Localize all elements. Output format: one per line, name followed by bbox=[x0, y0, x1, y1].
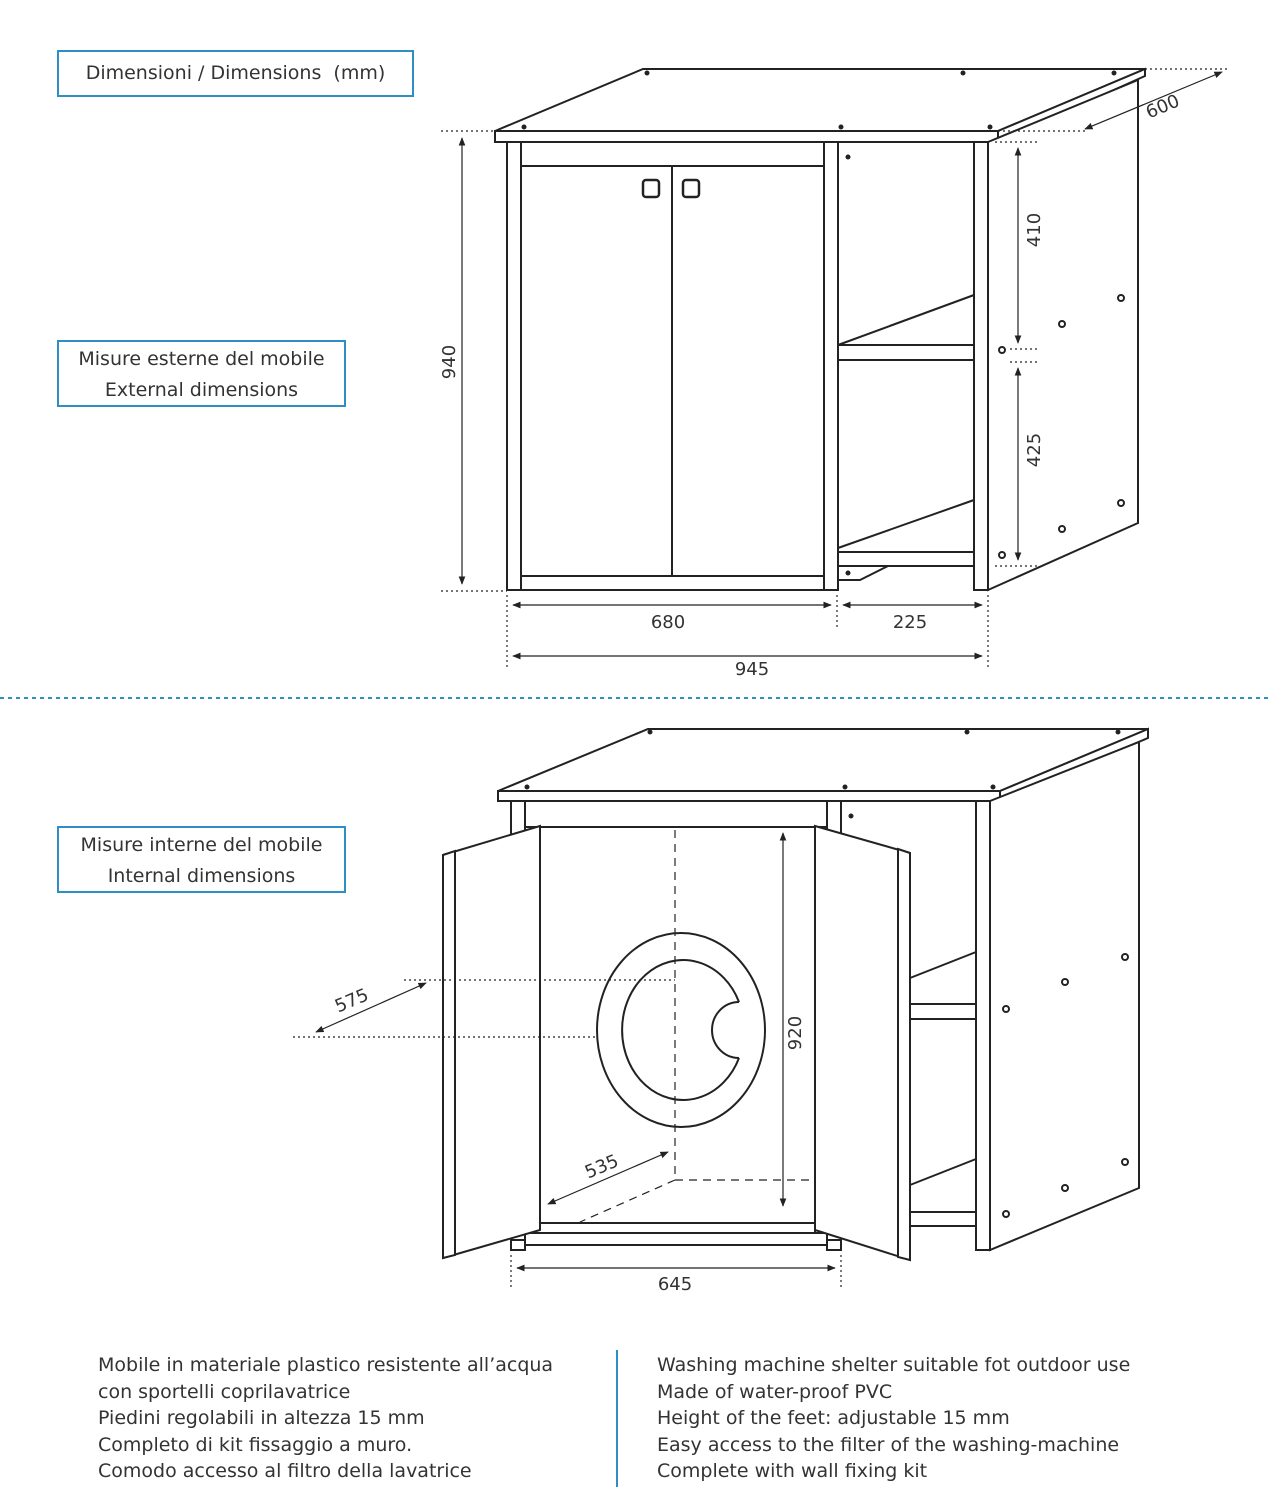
ext-depth-value: 600 bbox=[1143, 91, 1183, 124]
desc-it-line: Comodo accesso al filtro della lavatrice bbox=[98, 1460, 472, 1482]
internal-dimension-lines bbox=[293, 832, 842, 1290]
external-dimension-lines bbox=[441, 68, 1230, 668]
int-depth-front-value: 575 bbox=[332, 985, 372, 1018]
screw-dots-internal bbox=[524, 729, 1121, 819]
description-english: Washing machine shelter suitable fot out… bbox=[657, 1352, 1130, 1485]
internal-label-it: Misure interne del mobile bbox=[80, 834, 323, 856]
ext-height-value: 940 bbox=[439, 345, 460, 379]
desc-en-line: Complete with wall fixing kit bbox=[657, 1460, 928, 1482]
external-label-en: External dimensions bbox=[104, 379, 299, 401]
external-label-it: Misure esterne del mobile bbox=[78, 348, 325, 370]
desc-en-line: Height of the feet: adjustable 15 mm bbox=[657, 1407, 1010, 1429]
internal-label-en: Internal dimensions bbox=[107, 865, 296, 887]
dimensions-title-box: Dimensioni / Dimensions (mm) bbox=[57, 50, 414, 97]
internal-cabinet-drawing bbox=[442, 727, 1149, 1262]
ext-left-width-value: 680 bbox=[651, 612, 685, 633]
internal-dimensions-label-box: Misure interne del mobile Internal dimen… bbox=[57, 826, 346, 893]
external-cabinet-drawing bbox=[494, 67, 1146, 592]
ext-total-width-value: 945 bbox=[735, 659, 769, 680]
washing-machine-porthole bbox=[596, 932, 766, 1128]
side-panel-holes-external bbox=[998, 294, 1125, 559]
external-dimensions-label-box: Misure esterne del mobile External dimen… bbox=[57, 340, 346, 407]
desc-it-line: Completo di kit fissaggio a muro. bbox=[98, 1433, 413, 1456]
door-handles bbox=[641, 178, 701, 199]
description-divider bbox=[616, 1350, 618, 1487]
desc-it-line: con sportelli coprilavatrice bbox=[98, 1380, 351, 1403]
dimensions-title: Dimensioni / Dimensions (mm) bbox=[85, 62, 386, 84]
desc-en-line: Easy access to the filter of the washing… bbox=[657, 1433, 1120, 1456]
technical-drawing: 940 600 410 425 680 225 945 bbox=[0, 67, 1269, 1295]
ext-shelf-top-value: 410 bbox=[1024, 213, 1045, 247]
side-panel-holes-internal bbox=[1002, 953, 1129, 1218]
desc-en-line: Washing machine shelter suitable fot out… bbox=[657, 1354, 1131, 1376]
description-italian: Mobile in materiale plastico resistente … bbox=[98, 1352, 553, 1485]
int-height-value: 920 bbox=[785, 1016, 806, 1050]
ext-shelf-bottom-value: 425 bbox=[1024, 433, 1045, 467]
int-width-value: 645 bbox=[658, 1274, 692, 1295]
ext-right-width-value: 225 bbox=[893, 612, 927, 633]
desc-it-line: Piedini regolabili in altezza 15 mm bbox=[98, 1407, 425, 1429]
desc-it-line: Mobile in materiale plastico resistente … bbox=[98, 1354, 554, 1376]
desc-en-line: Made of water-proof PVC bbox=[657, 1380, 893, 1403]
